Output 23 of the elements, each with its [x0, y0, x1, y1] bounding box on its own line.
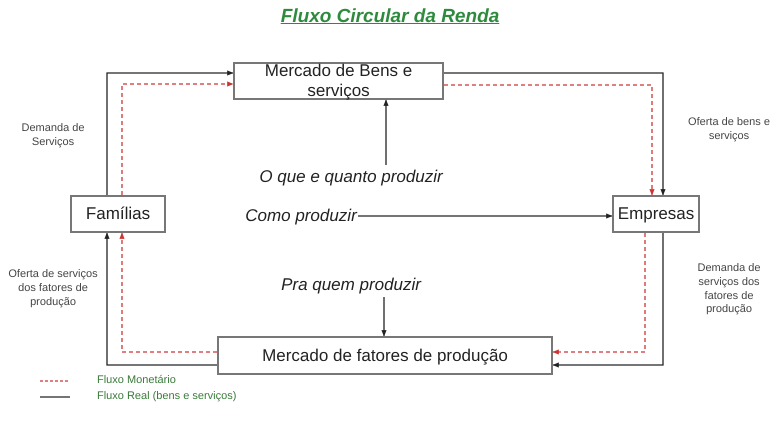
- question-text: O que e quanto produzir: [245, 165, 457, 189]
- arrow: [104, 232, 217, 366]
- flow-label: Oferta de bens e serviços: [687, 116, 771, 144]
- diagram-title: Fluxo Circular da Renda: [280, 6, 500, 27]
- process-box: Empresas: [612, 195, 700, 233]
- flow-label: Oferta de serviços dos fatores de produção: [8, 268, 98, 310]
- process-box: Famílias: [70, 195, 166, 233]
- question-text: Pra quem produzir: [272, 273, 430, 297]
- legend-text: Fluxo Real (bens e serviços): [97, 390, 236, 402]
- process-box: Mercado de fatores de produção: [217, 336, 553, 375]
- arrow: [552, 233, 646, 355]
- arrow: [552, 233, 664, 368]
- flow-label: Demanda de serviços dos fatores de produção: [696, 262, 762, 317]
- process-box: Mercado de Bens e serviços: [233, 62, 444, 100]
- arrow: [106, 70, 234, 195]
- legend-text: Fluxo Monetário: [97, 374, 176, 386]
- arrow: [358, 213, 613, 219]
- arrow: [381, 297, 387, 337]
- arrow: [121, 81, 234, 195]
- arrow: [119, 232, 217, 353]
- question-text: Como produzir: [244, 204, 358, 228]
- arrow: [383, 99, 389, 165]
- flow-label: Demanda de Serviços: [20, 122, 86, 150]
